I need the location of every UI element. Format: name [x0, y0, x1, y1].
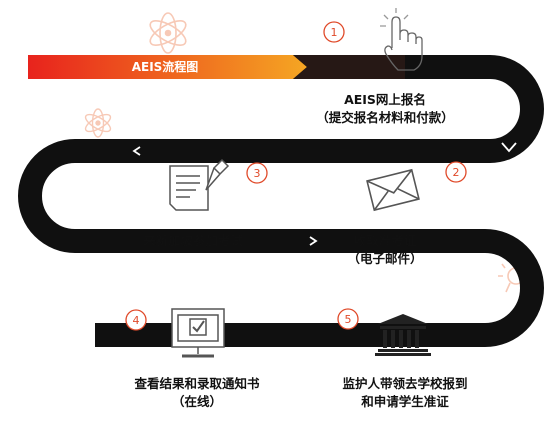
road-chevron-marks [57, 142, 517, 297]
step-4-title: 查看结果和录取通知书 [134, 376, 260, 391]
flow-road [18, 55, 544, 347]
step-4-label: 查看结果和录取通知书 （在线） [112, 375, 282, 411]
svg-text:4: 4 [133, 314, 140, 327]
step-3-label: 来新加坡参加考试 [118, 232, 268, 250]
svg-text:2: 2 [453, 166, 460, 179]
title-banner [28, 55, 307, 79]
step-number-1: 1 [323, 21, 345, 43]
step-1-subtitle: （提交报名材料和付款） [316, 110, 454, 125]
step-5-title: 监护人带领去学校报到 [342, 376, 468, 391]
atom-decoration-icon [149, 12, 187, 54]
envelope-icon [366, 168, 420, 212]
step-1-title: AEIS网上报名 [344, 92, 426, 107]
school-building-icon [375, 314, 431, 356]
step-5-label: 监护人带领去学校报到 和申请学生准证 [320, 375, 490, 411]
monitor-checkmark-icon [171, 308, 225, 358]
exam-paper-pencil-icon [169, 158, 230, 211]
title-banner-tail [293, 55, 405, 79]
step-number-3: 3 [246, 162, 268, 184]
atom-decoration-icon [84, 108, 112, 138]
svg-text:5: 5 [345, 313, 352, 326]
hand-pointer-icon [380, 8, 423, 71]
step-3-title: 来新加坡参加考试 [142, 233, 243, 248]
step-5-subtitle: 和申请学生准证 [361, 394, 449, 409]
svg-text:3: 3 [254, 167, 261, 180]
step-2-title: 收取准考证 [353, 233, 417, 248]
step-number-5: 5 [337, 308, 359, 330]
step-2-label: 收取准考证 （电子邮件） [330, 232, 440, 268]
page-title: AEIS流程图 [132, 59, 199, 74]
step-1-label: AEIS网上报名 （提交报名材料和付款） [310, 91, 460, 127]
step-number-2: 2 [445, 161, 467, 183]
svg-text:1: 1 [331, 26, 338, 39]
step-4-subtitle: （在线） [171, 394, 222, 409]
step-number-4: 4 [125, 309, 147, 331]
step-2-subtitle: （电子邮件） [347, 251, 423, 266]
